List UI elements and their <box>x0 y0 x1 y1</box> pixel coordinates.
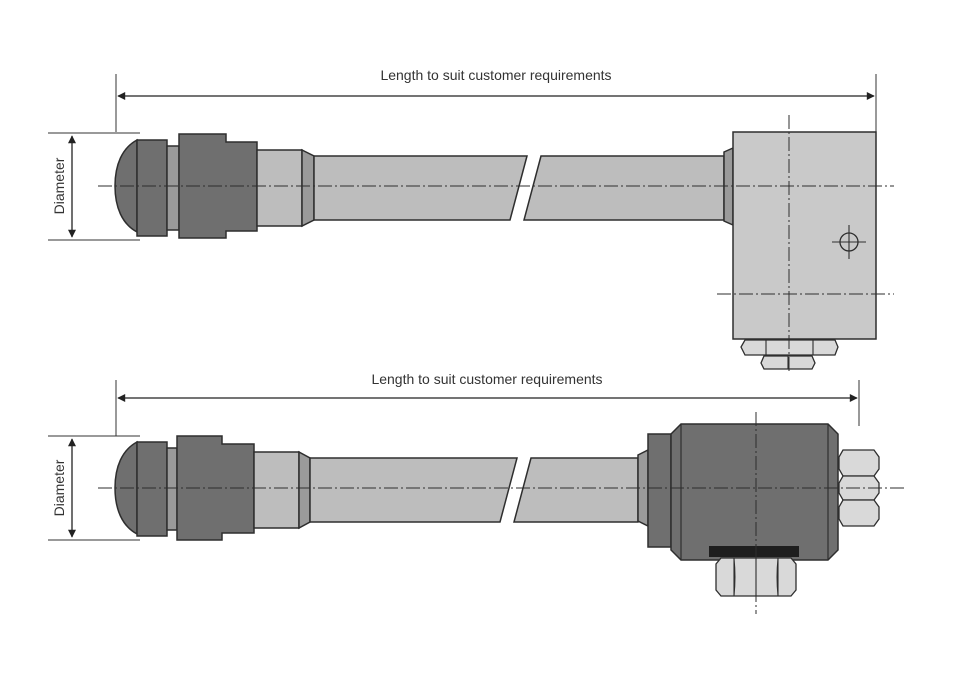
top-length-label: Length to suit customer requirements <box>380 67 611 83</box>
top-diameter-dimension: Diameter <box>48 132 140 241</box>
top-diameter-label: Diameter <box>51 157 67 214</box>
top-cable <box>313 155 725 221</box>
seal-band <box>709 546 799 557</box>
bottom-connector-head <box>114 435 311 541</box>
top-block-housing <box>723 131 877 340</box>
bottom-diameter-label: Diameter <box>51 459 67 516</box>
bottom-length-label: Length to suit customer requirements <box>371 371 602 387</box>
top-drawing: Length to suit customer requirements Dia… <box>48 67 894 372</box>
bottom-diameter-dimension: Diameter <box>48 435 140 541</box>
top-hex-nut <box>740 339 839 370</box>
top-connector-head <box>114 133 315 239</box>
bottom-cable <box>309 457 639 523</box>
bottom-cylinder-housing <box>637 423 839 561</box>
bottom-drawing: Length to suit customer requirements Dia… <box>48 371 905 614</box>
bottom-length-dimension: Length to suit customer requirements <box>115 371 860 436</box>
top-length-dimension: Length to suit customer requirements <box>115 67 877 132</box>
top-centerlines <box>98 115 894 372</box>
bottom-centerlines <box>98 412 905 614</box>
